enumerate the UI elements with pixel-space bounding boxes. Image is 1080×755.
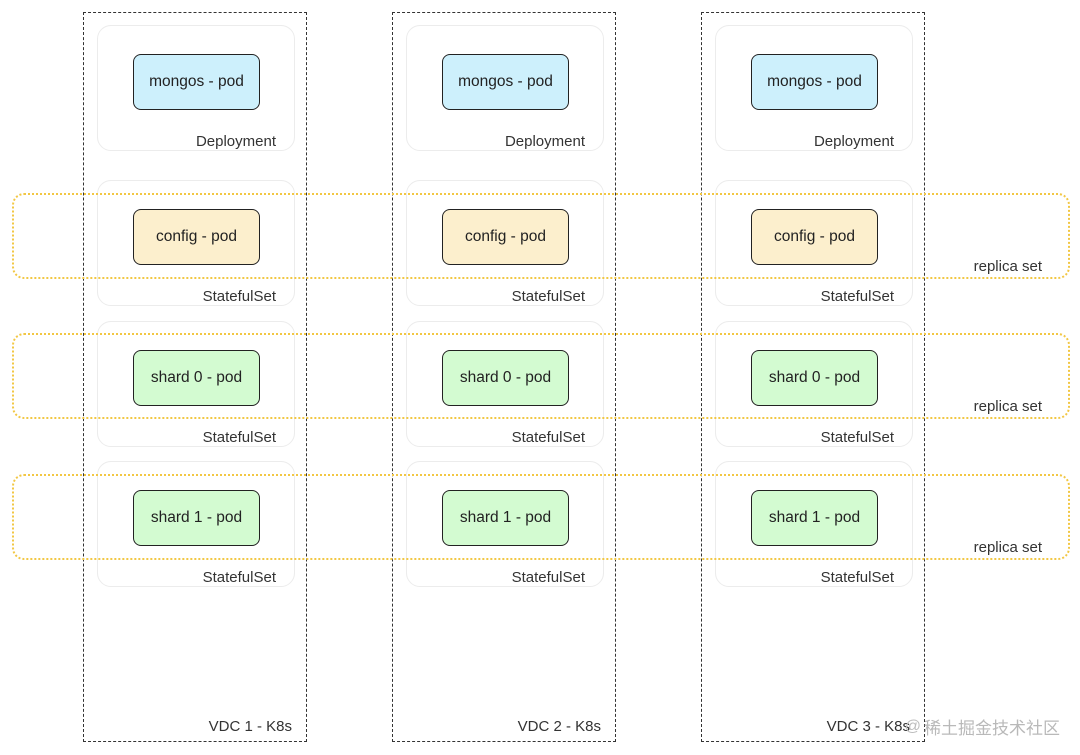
vdc-label: VDC 2 - K8s — [517, 718, 601, 735]
mongos-pod: mongos - pod — [133, 54, 260, 110]
mongos-pod: mongos - pod — [751, 54, 878, 110]
at-icon: @ — [904, 717, 921, 735]
config-pod: config - pod — [133, 209, 260, 265]
shard-pod: shard 0 - pod — [751, 350, 878, 406]
workload-type-label: StatefulSet — [511, 288, 585, 305]
workload-type-label: Deployment — [504, 133, 585, 150]
replica-set-label: replica set — [973, 539, 1042, 556]
workload-type-label: StatefulSet — [511, 429, 585, 446]
shard-pod: shard 1 - pod — [442, 490, 569, 546]
workload-type-label: Deployment — [195, 133, 276, 150]
mongos-pod: mongos - pod — [442, 54, 569, 110]
workload-type-label: StatefulSet — [820, 429, 894, 446]
shard-pod: shard 0 - pod — [442, 350, 569, 406]
vdc-container: VDC 2 - K8s — [392, 12, 616, 742]
vdc-label: VDC 3 - K8s — [826, 718, 910, 735]
shard-pod: shard 1 - pod — [751, 490, 878, 546]
shard-pod: shard 1 - pod — [133, 490, 260, 546]
vdc-container: VDC 1 - K8s — [83, 12, 307, 742]
workload-type-label: StatefulSet — [202, 288, 276, 305]
watermark-text: 稀土掘金技术社区 — [924, 719, 1060, 738]
workload-type-label: Deployment — [813, 133, 894, 150]
config-pod: config - pod — [442, 209, 569, 265]
workload-type-label: StatefulSet — [202, 429, 276, 446]
shard-pod: shard 0 - pod — [133, 350, 260, 406]
workload-type-label: StatefulSet — [511, 569, 585, 586]
vdc-label: VDC 1 - K8s — [208, 718, 292, 735]
workload-type-label: StatefulSet — [820, 288, 894, 305]
vdc-container: VDC 3 - K8s — [701, 12, 925, 742]
workload-type-label: StatefulSet — [820, 569, 894, 586]
workload-type-label: StatefulSet — [202, 569, 276, 586]
watermark: @ 稀土掘金技术社区 — [905, 714, 1060, 739]
replica-set-label: replica set — [973, 398, 1042, 415]
config-pod: config - pod — [751, 209, 878, 265]
replica-set-label: replica set — [973, 258, 1042, 275]
